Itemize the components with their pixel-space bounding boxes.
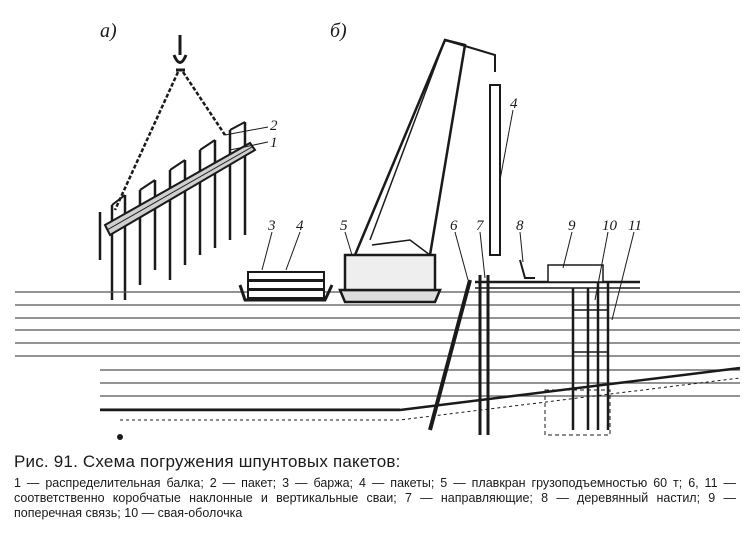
label-2: 2 — [270, 118, 278, 134]
label-4-a: 4 — [296, 218, 304, 234]
technical-drawing — [15, 35, 741, 440]
figure: а) б) 1 2 3 4 4 5 6 7 8 9 10 11 — [15, 20, 741, 440]
label-9: 9 — [568, 218, 576, 234]
label-6: 6 — [450, 218, 458, 234]
label-5: 5 — [340, 218, 348, 234]
figure-caption: Рис. 91. Схема погружения шпунтовых паке… — [14, 452, 736, 521]
panel-b-label: б) — [330, 20, 347, 42]
floating-crane — [338, 38, 501, 304]
barge — [238, 271, 334, 302]
label-3: 3 — [268, 218, 276, 234]
caption-body: 1 — распределительная балка; 2 — пакет; … — [14, 476, 736, 520]
label-4-b: 4 — [510, 96, 518, 112]
riverbed — [100, 366, 741, 421]
label-1: 1 — [270, 135, 278, 151]
water — [15, 291, 740, 410]
label-8: 8 — [516, 218, 524, 234]
label-7: 7 — [476, 218, 484, 234]
label-10: 10 — [602, 218, 617, 234]
sheet-pile-package — [98, 35, 257, 300]
panel-a-label: а) — [100, 20, 117, 42]
leader-lines — [224, 109, 635, 321]
pile-structure — [428, 259, 640, 436]
caption-title: Рис. 91. Схема погружения шпунтовых паке… — [14, 452, 401, 471]
label-11: 11 — [628, 218, 642, 234]
